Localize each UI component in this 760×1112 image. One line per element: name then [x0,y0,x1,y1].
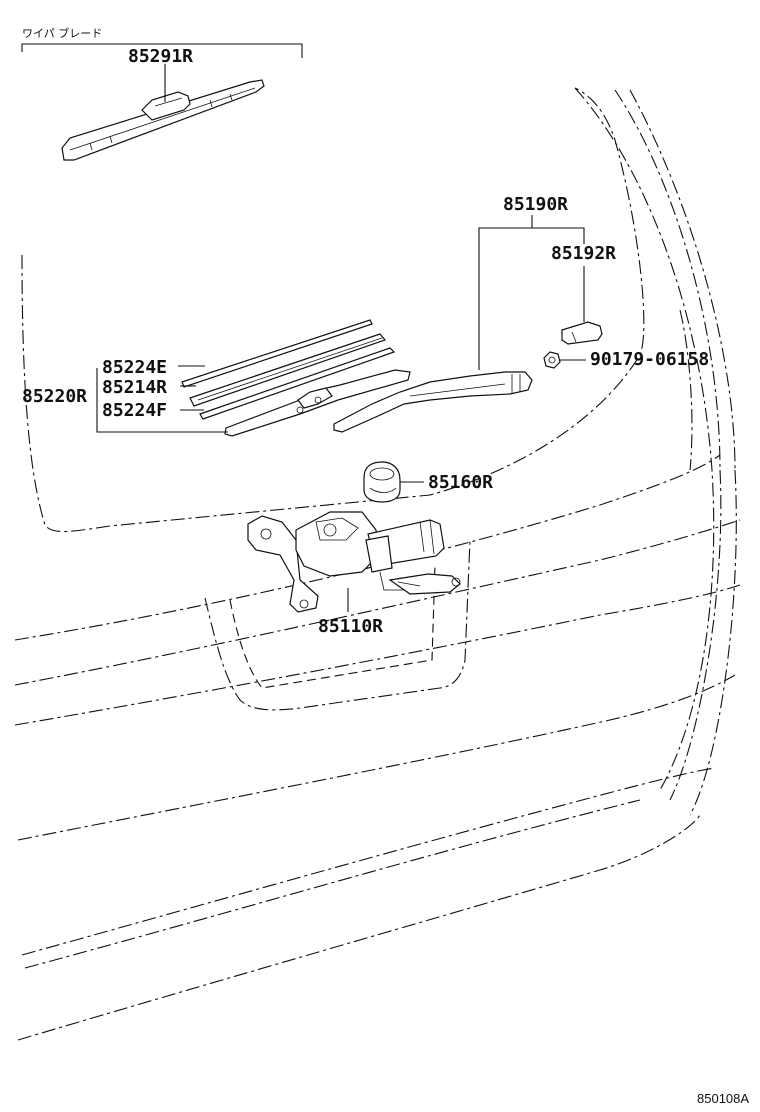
wiper-arm-cap-85192R[interactable] [561,321,603,345]
blade-rubber-85224F[interactable] [199,347,396,420]
blade-rubber-85224E[interactable] [181,319,373,388]
blade-frame-85220R[interactable] [224,369,411,437]
blade-backing-85214R[interactable] [189,333,387,407]
part-label-85224F: 85224F [102,400,167,421]
part-label-85224E: 85224E [102,357,167,378]
back-door-outline [14,87,741,1041]
wiper-blade-group-bracket: ワイパ ブレード [21,26,303,58]
wiper-motor-85110R[interactable] [247,511,461,613]
wiper-arm-85190R[interactable] [333,371,533,433]
part-label-85190R: 85190R [503,194,568,215]
bracket-85190R [478,215,585,370]
nut-90179-06158[interactable] [543,351,561,369]
group-label: ワイパ ブレード [22,26,102,40]
grommet-85160R[interactable] [363,461,401,503]
part-label-85214R: 85214R [102,377,167,398]
wiper-blade-85291R[interactable] [61,79,265,161]
part-label-90179-06158: 90179-06158 [590,349,709,370]
label-bracket-85220R [96,365,228,433]
part-label-85192R: 85192R [551,243,616,264]
illustration-code: 850108A [697,1091,749,1106]
part-label-85160R: 85160R [428,472,493,493]
part-label-85220R: 85220R [22,386,87,407]
part-label-85291R: 85291R [128,46,193,67]
part-label-85110R: 85110R [318,616,383,637]
